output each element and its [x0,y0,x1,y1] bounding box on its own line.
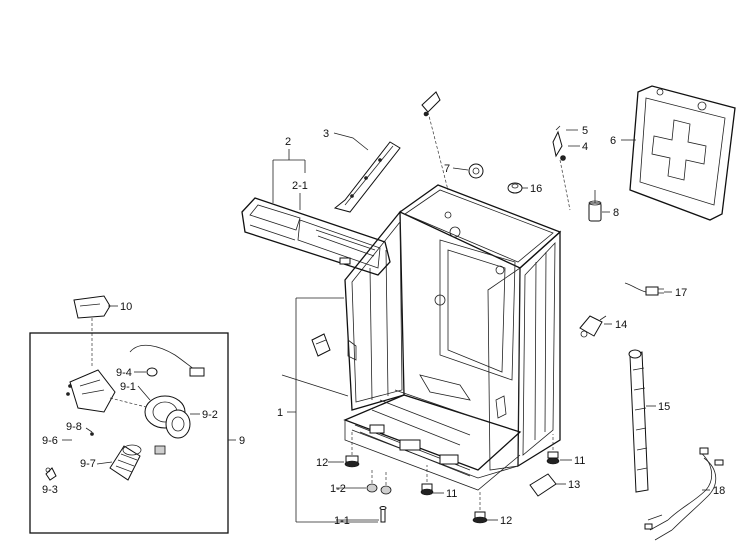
cylinder-damper [588,190,602,222]
callout-9-6: 9-6 [42,435,58,447]
foot-11-right [546,434,560,465]
callout-11-right: 11 [574,455,585,467]
callout-10: 10 [120,301,132,313]
callout-9-1: 9-1 [120,381,136,393]
callout-1: 1 [277,407,283,419]
callout-5: 5 [582,125,588,137]
wire-harness [644,447,724,541]
callout-18: 18 [713,485,725,497]
callout-1-1: 1-1 [334,515,350,527]
round-cap [468,163,484,179]
control-panel-frame [241,197,391,276]
callout-1-2: 1-2 [330,483,346,495]
cabinet-frame [343,184,562,491]
foot-12-front [472,490,488,524]
door-lock-part [73,295,111,368]
callout-3: 3 [323,128,329,140]
small-fitting [507,182,523,194]
callout-15: 15 [658,401,670,413]
top-hinge-clip [421,91,449,191]
dispenser-assembly-box [29,332,229,534]
callout-2-1: 2-1 [292,180,308,192]
callout-11-center: 11 [446,488,457,500]
callout-12-front: 12 [500,515,512,527]
callout-labels: 2 2-1 3 5 4 6 7 16 8 17 14 15 18 10 9 9-… [42,125,725,527]
callout-13: 13 [568,479,580,491]
drain-hose [628,349,649,493]
callout-6: 6 [610,135,616,147]
callout-2: 2 [285,136,291,148]
callout-9-4: 9-4 [116,367,132,379]
spring-hanger [552,125,571,211]
leader-lines [62,129,710,523]
callout-9-8: 9-8 [66,421,82,433]
foot-12-left [344,432,360,468]
leveling-feet [344,432,560,524]
callout-9: 9 [239,435,245,447]
callout-12-left: 12 [316,457,328,469]
foot-11-center [420,465,434,496]
rear-cover-panel [629,85,736,221]
callout-17: 17 [675,287,687,299]
cabinet-side-bracket [281,333,507,419]
inlet-valve [579,315,607,338]
callout-4: 4 [582,141,588,153]
top-bracket-strip [333,141,401,213]
callout-9-2: 9-2 [202,409,218,421]
front-bracket [529,473,557,497]
callout-16: 16 [530,183,542,195]
power-cord [624,282,664,296]
callout-9-7: 9-7 [80,458,96,470]
callout-7: 7 [444,163,450,175]
callout-14: 14 [615,319,627,331]
callout-9-3: 9-3 [42,484,58,496]
callout-8: 8 [613,207,619,219]
